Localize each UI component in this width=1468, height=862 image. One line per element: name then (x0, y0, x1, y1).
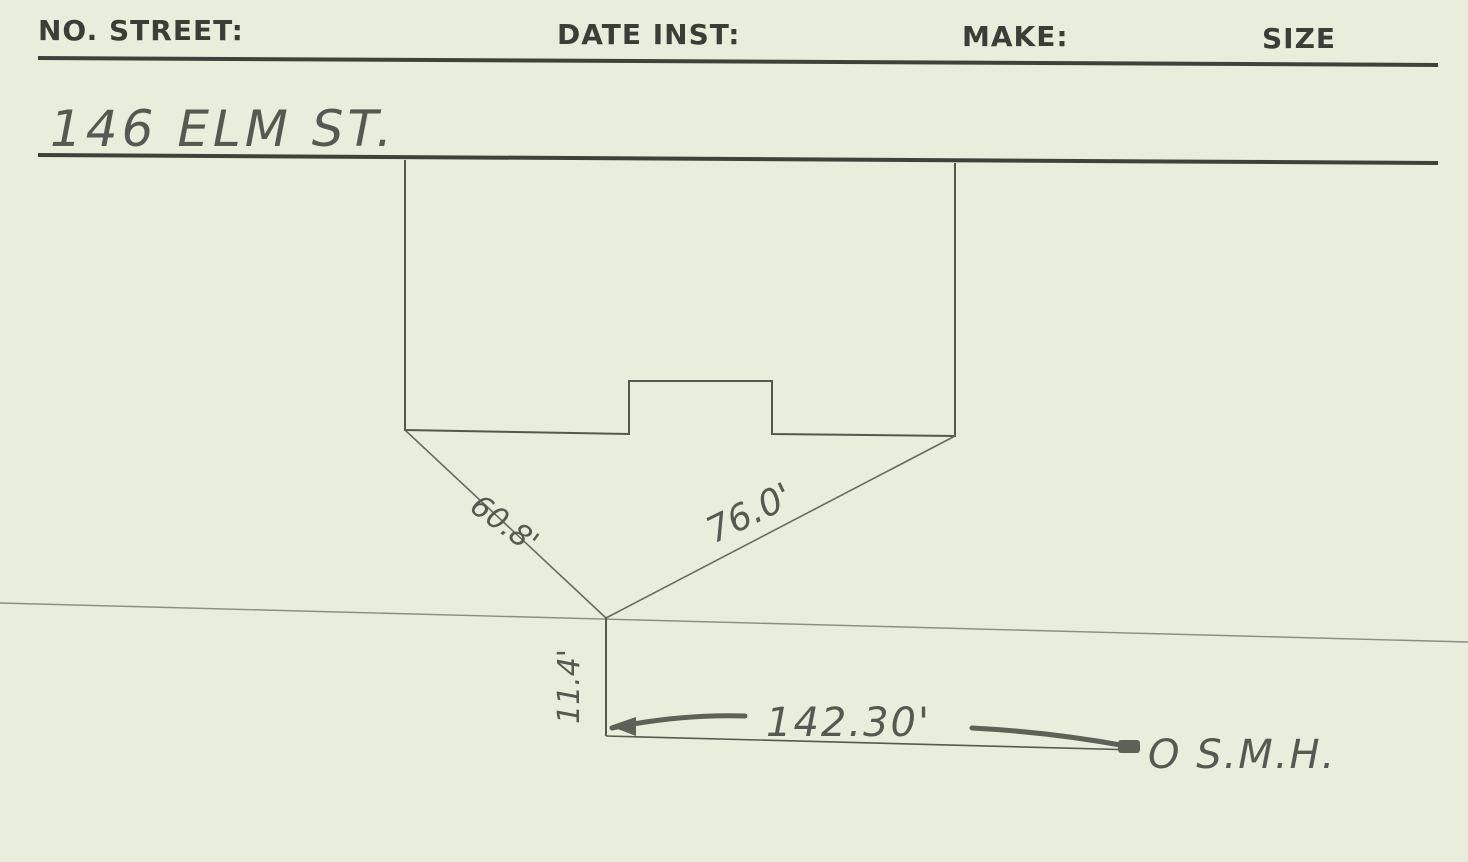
size-label: SIZE (1262, 22, 1337, 55)
header-rule (37, 56, 1439, 67)
vertical-offset-measurement: 11.4' (552, 648, 587, 724)
left-arrow-head (610, 717, 636, 736)
right-diagonal-line (605, 435, 956, 619)
street-line (0, 602, 1468, 643)
reference-point-label: O S.M.H. (1148, 732, 1337, 778)
make-label: MAKE: (962, 20, 1069, 53)
horizontal-distance-line (605, 735, 1139, 751)
house-outline (404, 160, 956, 438)
right-arrow-head (1118, 740, 1140, 753)
no-street-label: NO. STREET: (38, 14, 244, 47)
right-arrow-stroke (969, 725, 1129, 749)
address-rule (37, 153, 1439, 165)
horizontal-distance-measurement: 142.30' (766, 700, 931, 746)
address-handwritten: 146 ELM ST. (50, 100, 397, 158)
left-diagonal-line (404, 429, 607, 619)
date-inst-label: DATE INST: (557, 18, 741, 51)
